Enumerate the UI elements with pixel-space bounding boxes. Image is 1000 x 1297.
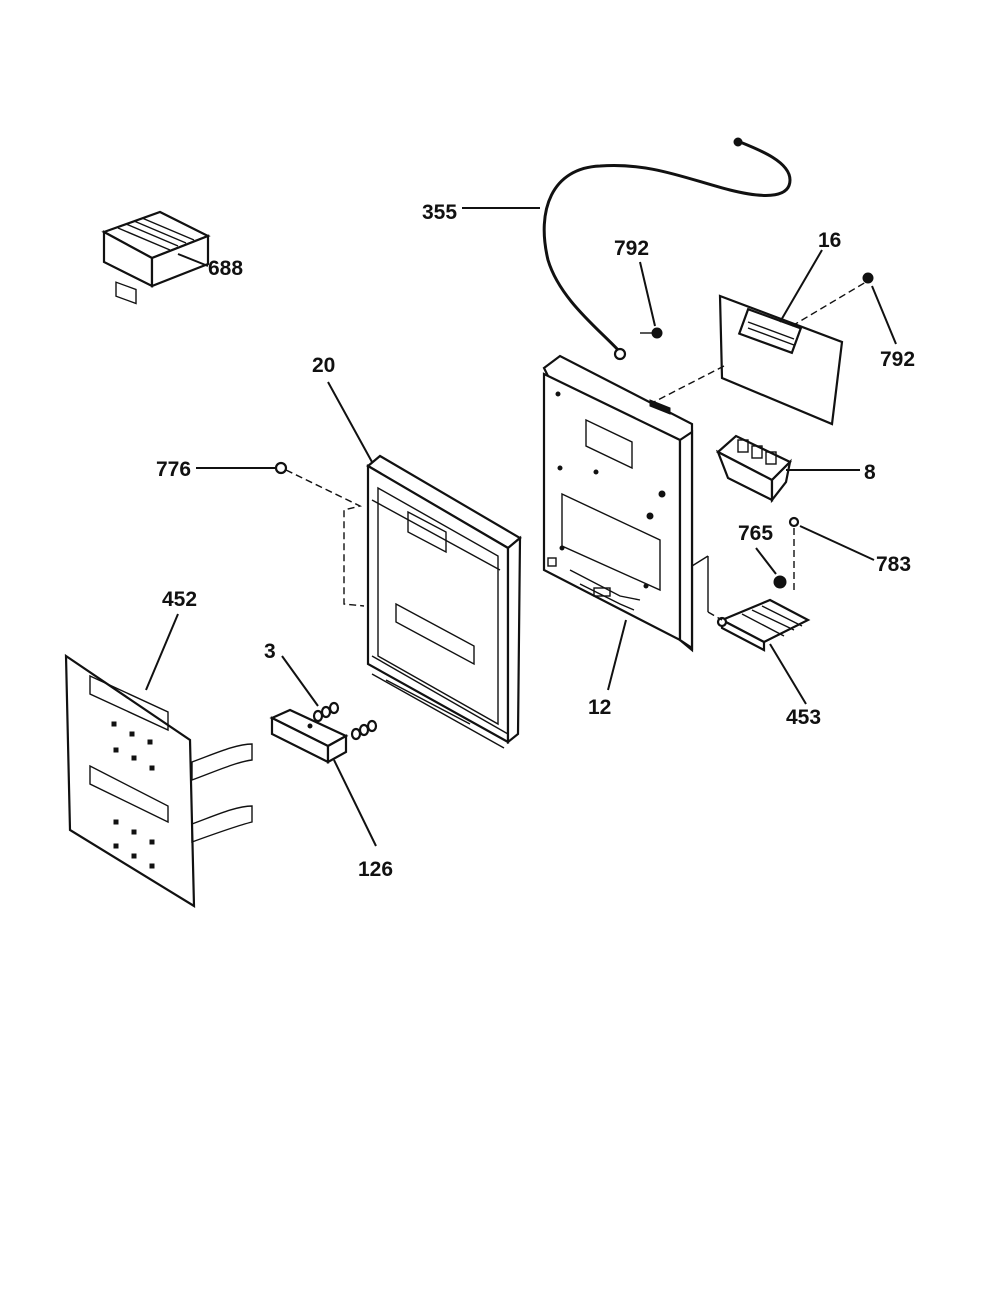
- callout-688: 688: [177, 253, 243, 280]
- part-8-connector: [715, 434, 792, 504]
- callout-20-label: 20: [312, 354, 335, 377]
- part-688-box: [101, 210, 211, 305]
- leader-16-board: [649, 365, 725, 405]
- callout-783-label: 783: [876, 553, 911, 576]
- callout-20: 20: [312, 354, 373, 463]
- callout-16-label: 16: [818, 229, 841, 252]
- callout-453-label: 453: [786, 706, 821, 729]
- callout-8-label: 8: [864, 461, 876, 484]
- callout-453: 453: [769, 643, 821, 729]
- part-126-button: [269, 708, 349, 764]
- part-16-board: [718, 294, 844, 426]
- callout-776-label: 776: [156, 458, 191, 481]
- part-776-screw: [274, 461, 288, 475]
- callout-16: 16: [779, 229, 841, 323]
- callout-792b-label: 792: [880, 348, 915, 371]
- callout-452: 452: [145, 588, 197, 691]
- callout-792-a: 792: [614, 237, 656, 327]
- part-20-housing: [366, 454, 522, 749]
- callout-355: 355: [422, 201, 540, 224]
- callout-355-label: 355: [422, 201, 457, 224]
- callout-765-label: 765: [738, 522, 773, 545]
- callout-688-label: 688: [208, 257, 243, 280]
- callout-776: 776: [156, 458, 276, 481]
- callout-3-label: 3: [264, 640, 276, 663]
- callout-792-b: 792: [871, 285, 915, 371]
- part-792-screw-b: [862, 272, 874, 284]
- part-3-springs: [312, 701, 378, 741]
- callout-126-label: 126: [358, 858, 393, 881]
- part-452-overlay: [64, 653, 253, 908]
- callout-126: 126: [333, 759, 393, 881]
- part-355-cable: [542, 137, 792, 361]
- callout-8: 8: [786, 461, 876, 484]
- callout-792a-label: 792: [614, 237, 649, 260]
- callout-12-label: 12: [588, 696, 611, 719]
- callout-452-label: 452: [162, 588, 197, 611]
- callout-12: 12: [588, 619, 627, 719]
- leader-16-screw: [791, 281, 867, 327]
- part-12-control-board: [542, 354, 709, 653]
- callout-765: 765: [738, 522, 777, 575]
- part-783-screw: [788, 516, 800, 594]
- callout-3: 3: [264, 640, 319, 707]
- callout-783: 783: [799, 525, 911, 576]
- part-453-bracket: [707, 598, 811, 652]
- leader-20-housing: [285, 469, 365, 607]
- part-792-screw-a: [640, 327, 663, 339]
- part-765-grommet: [773, 575, 787, 589]
